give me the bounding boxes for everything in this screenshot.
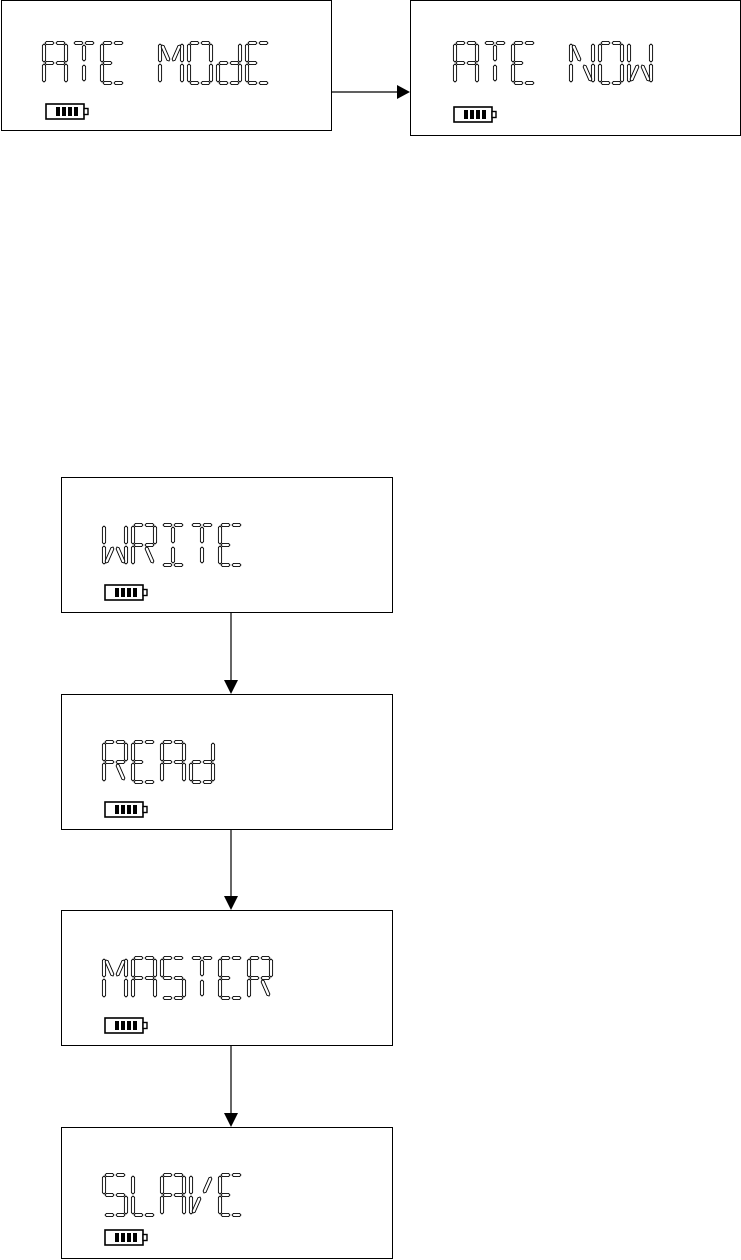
arrow-ate-mode-to-ate-now (332, 85, 410, 99)
arrow-master-to-slave (224, 1046, 238, 1127)
arrow-write-to-read (224, 613, 238, 694)
arrow-read-to-master (224, 830, 238, 910)
